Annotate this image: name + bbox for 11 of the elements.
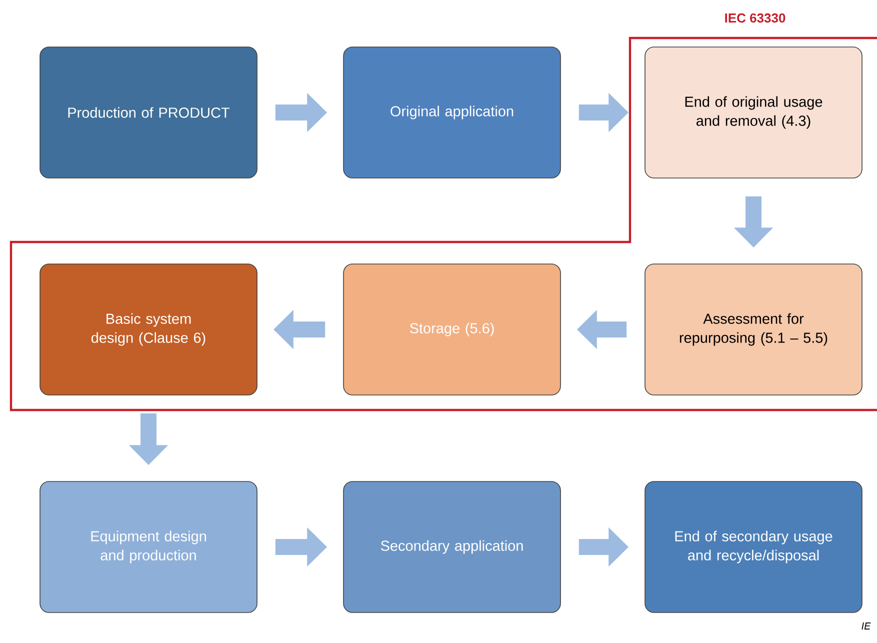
scope-label: IEC 63330 <box>725 13 786 23</box>
process-box: End of secondary usage and recycle/disposal <box>644 481 862 613</box>
process-box: Basic system design (Clause 6) <box>40 264 258 396</box>
process-box: Equipment design and production <box>40 481 258 613</box>
figure-mark: IE <box>862 622 871 630</box>
process-box: Storage (5.6) <box>343 264 561 396</box>
process-box: Production of PRODUCT <box>40 46 258 178</box>
process-box: Secondary application <box>343 481 561 613</box>
process-box: Assessment for repurposing (5.1 – 5.5) <box>644 264 862 396</box>
process-box: End of original usage and removal (4.3) <box>644 46 862 178</box>
process-box: Original application <box>343 46 561 178</box>
